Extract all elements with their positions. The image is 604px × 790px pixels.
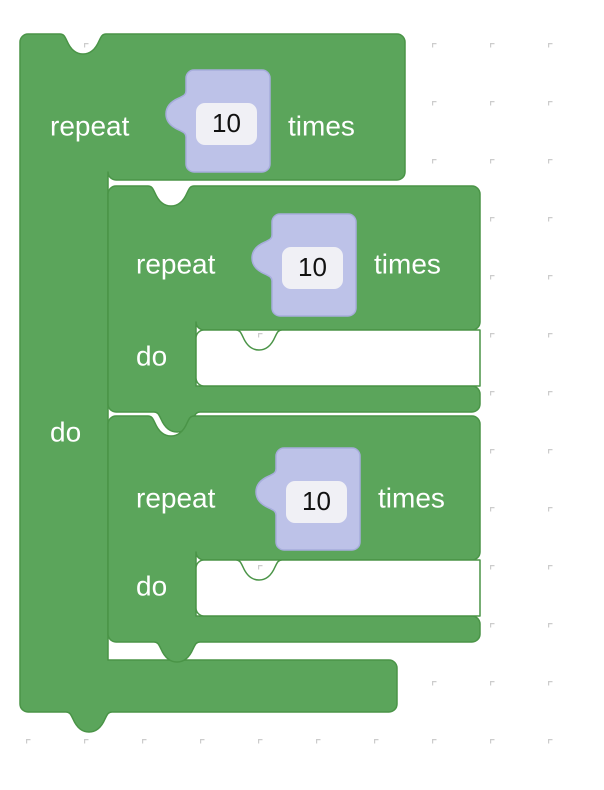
block-repeat-inner-1[interactable]: repeat 10 times do (107, 185, 481, 433)
block-repeat-inner-2-do-slot[interactable] (195, 559, 481, 617)
inner-2-count-value-block[interactable]: 10 (255, 447, 361, 551)
outer-count-field[interactable] (196, 103, 257, 145)
block-repeat-inner-1-do-slot[interactable] (195, 329, 481, 387)
inner-2-do-label: do (136, 570, 167, 601)
outer-count-value-block[interactable]: 10 (165, 69, 271, 173)
inner-1-repeat-label: repeat (136, 248, 216, 279)
inner-2-count-field-text: 10 (302, 486, 331, 516)
inner-1-times-label: times (374, 248, 441, 279)
inner-1-count-value-block[interactable]: 10 (251, 213, 357, 317)
inner-2-count-field[interactable] (286, 481, 347, 523)
block-repeat-outer[interactable]: repeat 10 times do (19, 33, 406, 733)
inner-2-repeat-label: repeat (136, 482, 216, 513)
inner-1-do-label: do (136, 340, 167, 371)
inner-1-count-field[interactable] (282, 247, 343, 289)
outer-repeat-label: repeat (50, 110, 130, 141)
inner-2-times-label: times (378, 482, 445, 513)
outer-times-label: times (288, 110, 355, 141)
outer-count-field-text: 10 (212, 108, 241, 138)
block-repeat-inner-2[interactable]: repeat 10 times do (107, 415, 481, 663)
block-repeat-outer-shape[interactable] (19, 33, 406, 733)
inner-1-count-field-text: 10 (298, 252, 327, 282)
outer-do-label: do (50, 416, 81, 447)
